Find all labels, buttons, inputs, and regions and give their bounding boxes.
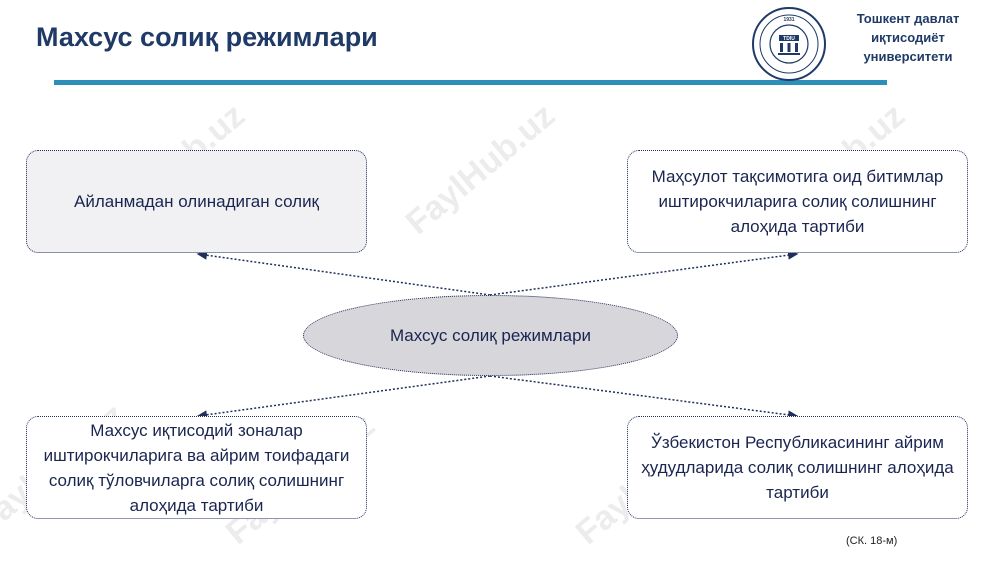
title-underline [54, 80, 887, 85]
university-logo: TDIU 1931 [752, 7, 826, 81]
center-node-label: Махсус солиқ режимлари [389, 325, 592, 345]
university-name-line-2: иқтисодиёт [871, 30, 945, 45]
logo-text: TDIU [783, 36, 795, 42]
arrow-to-top-left [196, 250, 491, 296]
university-name: Тошкент давлат иқтисодиёт университети [838, 9, 978, 66]
university-name-line-1: Тошкент давлат [856, 11, 960, 26]
footnote: (СК. 18-м) [846, 535, 898, 547]
node-top-left-label: Айланмадан олинадиган солиқ [74, 192, 319, 211]
node-top-right: Маҳсулот тақсимотига оид битимлар иштиро… [627, 150, 968, 253]
arrow-to-bottom-left [196, 375, 491, 420]
university-name-line-3: университети [863, 49, 953, 64]
slide-title: Махсус солиқ режимлари [36, 22, 378, 52]
node-bottom-left-label: Махсус иқтисодий зоналар иштирокчиларига… [43, 420, 350, 515]
node-top-left: Айланмадан олинадиган солиқ [26, 150, 367, 253]
arrow-to-top-right [489, 250, 799, 296]
logo-year: 1931 [783, 17, 794, 23]
center-node: Махсус солиқ режимлари [303, 295, 678, 376]
node-bottom-right: Ўзбекистон Республикасининг айрим ҳудудл… [627, 416, 968, 519]
node-bottom-right-label: Ўзбекистон Республикасининг айрим ҳудудл… [641, 433, 954, 502]
arrow-to-bottom-right [489, 375, 799, 420]
node-bottom-left: Махсус иқтисодий зоналар иштирокчиларига… [26, 416, 367, 519]
node-top-right-label: Маҳсулот тақсимотига оид битимлар иштиро… [651, 167, 944, 236]
